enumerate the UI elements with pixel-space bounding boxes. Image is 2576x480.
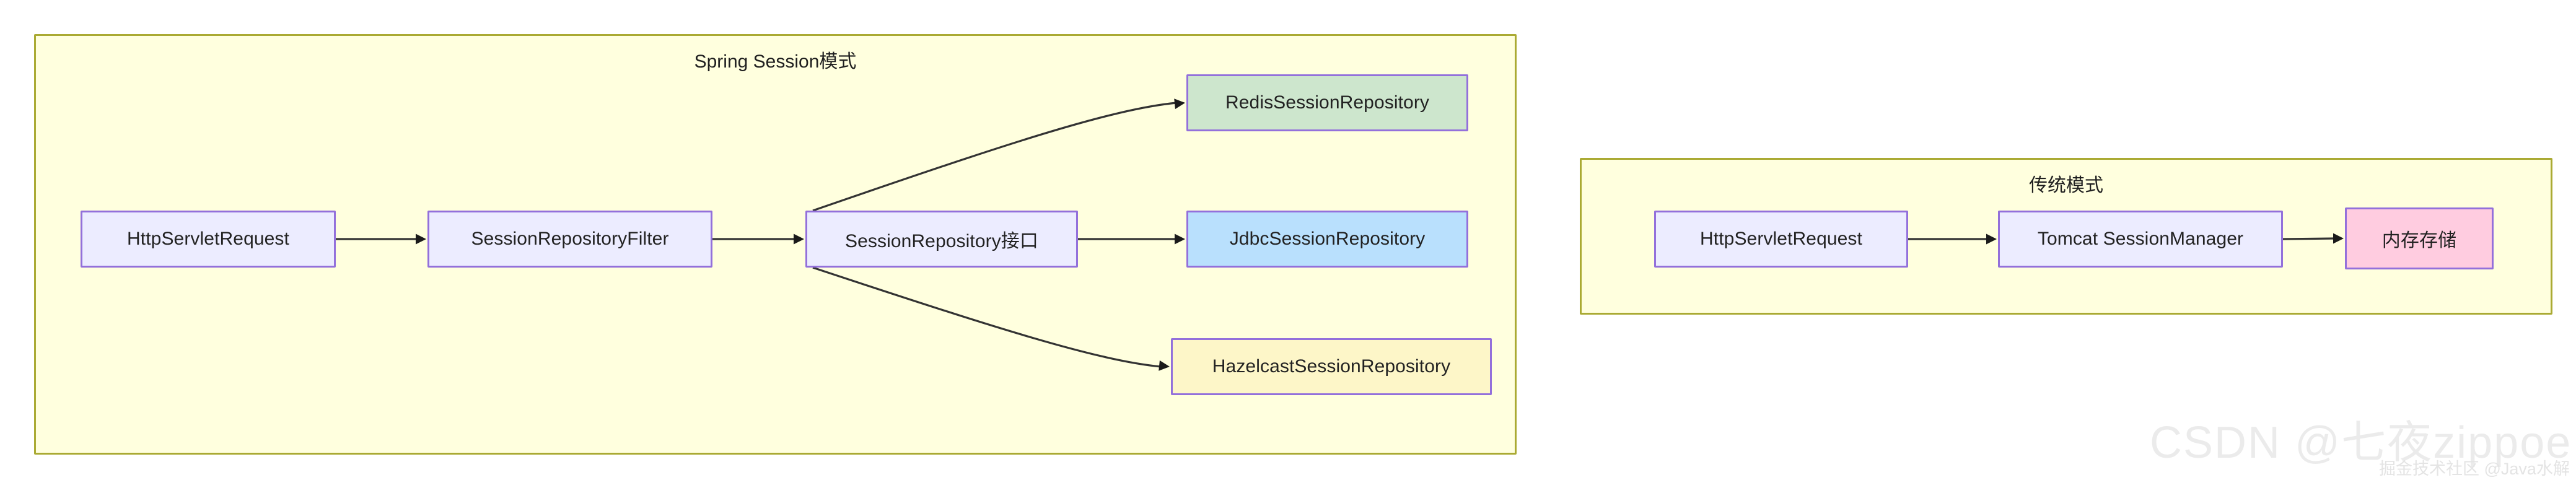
watermark-csdn: CSDN @七夜zippoe	[2150, 418, 2572, 468]
node-session-repository-filter[interactable]: SessionRepositoryFilter	[427, 211, 712, 268]
node-tomcat-session-manager[interactable]: Tomcat SessionManager	[1998, 211, 2283, 268]
node-label: HttpServletRequest	[127, 229, 289, 249]
node-http-servlet-request-traditional[interactable]: HttpServletRequest	[1654, 211, 1908, 268]
node-http-servlet-request-spring[interactable]: HttpServletRequest	[81, 211, 336, 268]
node-label: 内存存储	[2381, 230, 2457, 251]
node-label: RedisSessionRepository	[1225, 92, 1430, 113]
node-label: JdbcSessionRepository	[1229, 229, 1426, 249]
node-label: SessionRepository接口	[844, 231, 1039, 251]
node-label: SessionRepositoryFilter	[471, 229, 669, 249]
node-label: HazelcastSessionRepository	[1212, 356, 1451, 377]
watermark-juejin: 掘金技术社区 @Java水解	[2379, 460, 2570, 478]
node-label: HttpServletRequest	[1700, 229, 1862, 249]
node-redis-session-repository[interactable]: RedisSessionRepository	[1186, 74, 1468, 131]
cluster-spring-session-title: Spring Session模式	[694, 51, 857, 72]
node-label: Tomcat SessionManager	[2037, 229, 2244, 249]
node-hazelcast-session-repository[interactable]: HazelcastSessionRepository	[1171, 338, 1492, 395]
node-session-repository-interface[interactable]: SessionRepository接口	[805, 211, 1078, 268]
cluster-traditional-title: 传统模式	[2029, 175, 2103, 196]
node-memory-storage[interactable]: 内存存储	[2345, 207, 2494, 269]
node-jdbc-session-repository[interactable]: JdbcSessionRepository	[1186, 211, 1468, 268]
